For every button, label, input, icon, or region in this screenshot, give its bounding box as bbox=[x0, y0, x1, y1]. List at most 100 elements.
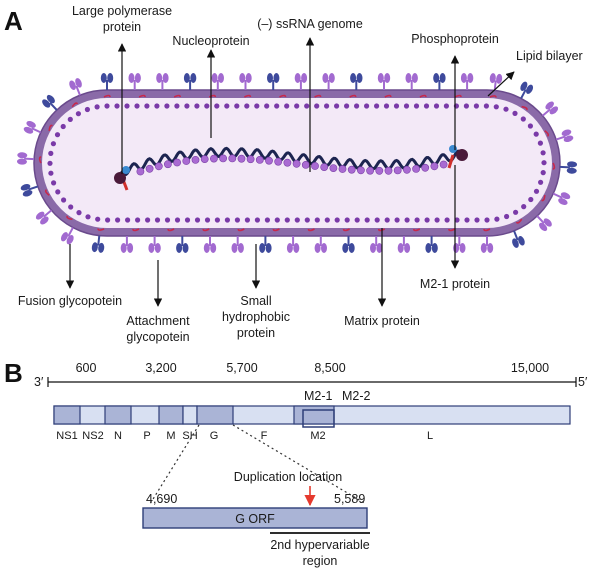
glycoprotein bbox=[555, 129, 574, 143]
nucleoprotein-bead bbox=[136, 167, 145, 176]
glycoprotein bbox=[489, 73, 503, 91]
glycoprotein bbox=[148, 236, 161, 253]
glycoprotein bbox=[314, 236, 327, 253]
matrix-bead bbox=[334, 217, 340, 223]
glycoprotein bbox=[397, 236, 411, 253]
matrix-bead bbox=[493, 104, 499, 110]
matrix-bead bbox=[194, 103, 200, 109]
lipid-bilayer-pattern bbox=[38, 94, 556, 232]
nucleoprotein-bead bbox=[402, 165, 411, 174]
glycoprotein bbox=[239, 73, 252, 90]
matrix-bead bbox=[520, 116, 526, 122]
matrix-bead bbox=[444, 217, 450, 223]
lipid-mark bbox=[384, 94, 392, 98]
nucleoprotein-bead bbox=[356, 166, 365, 175]
glycoprotein bbox=[286, 236, 300, 253]
label-attachment-1: Attachment bbox=[126, 314, 190, 328]
matrix-bead bbox=[244, 103, 250, 109]
matrix-bead bbox=[114, 103, 120, 109]
lipid-mark bbox=[419, 94, 427, 98]
zoom-connector-right bbox=[232, 424, 367, 505]
gene-label-p: P bbox=[143, 430, 150, 442]
matrix-bead bbox=[484, 217, 490, 223]
matrix-bead bbox=[84, 106, 90, 113]
glycoprotein bbox=[211, 73, 224, 90]
matrix-bead bbox=[67, 116, 73, 122]
glycoprotein bbox=[322, 73, 335, 90]
matrix-bead bbox=[104, 103, 110, 109]
glycoprotein bbox=[267, 73, 280, 90]
matrix-bead bbox=[541, 160, 547, 166]
matrix-bead bbox=[125, 217, 131, 223]
label-phosphoprotein: Phosphoprotein bbox=[411, 32, 499, 46]
label-fusion-glycoprotein: Fusion glycopotein bbox=[18, 294, 122, 308]
lipid-mark bbox=[314, 94, 322, 98]
lipid-mark bbox=[448, 228, 456, 232]
matrix-bead bbox=[404, 217, 410, 223]
matrix-bead bbox=[443, 103, 449, 109]
panel-a-letter: A bbox=[4, 6, 23, 36]
nucleoprotein-bead bbox=[246, 155, 255, 164]
nucleoprotein-bead bbox=[421, 163, 430, 172]
matrix-bead bbox=[521, 204, 527, 210]
lipid-mark bbox=[541, 195, 546, 202]
matrix-bead bbox=[473, 103, 479, 109]
glycoprotein bbox=[552, 192, 571, 205]
nucleoprotein-bead bbox=[145, 164, 154, 173]
matrix-bead bbox=[134, 103, 140, 109]
nucleoprotein-bead bbox=[173, 158, 181, 167]
nucleoprotein-bead bbox=[430, 162, 439, 171]
lipid-mark bbox=[483, 228, 491, 232]
lipid-mark bbox=[237, 228, 245, 232]
matrix-bead bbox=[55, 189, 61, 195]
matrix-bead bbox=[540, 150, 546, 156]
matrix-bead bbox=[124, 103, 130, 109]
matrix-bead bbox=[414, 217, 420, 223]
glycoprotein bbox=[176, 236, 189, 253]
gene-box-ns1 bbox=[53, 405, 81, 425]
matrix-bead bbox=[284, 217, 290, 223]
matrix-bead bbox=[533, 131, 539, 137]
matrix-bead bbox=[274, 103, 280, 109]
matrix-bead bbox=[314, 103, 320, 109]
gene-box-g bbox=[196, 405, 234, 425]
nucleoprotein-bead bbox=[320, 163, 329, 171]
glycoprotein bbox=[520, 81, 534, 99]
gene-box-sh bbox=[182, 405, 198, 425]
nucleoprotein-bead bbox=[237, 154, 246, 163]
matrix-bead bbox=[184, 217, 191, 223]
nucleoprotein-bead bbox=[375, 166, 384, 175]
lipid-mark bbox=[44, 189, 50, 196]
lipid-mark bbox=[544, 130, 550, 137]
lipid-mark bbox=[413, 228, 421, 232]
glycoprotein bbox=[183, 73, 197, 90]
lipid-mark bbox=[38, 156, 42, 164]
nucleoprotein-bead bbox=[347, 165, 356, 174]
lipid-mark bbox=[515, 218, 523, 224]
glycoprotein bbox=[156, 73, 169, 90]
lipid-mark bbox=[173, 94, 181, 98]
nucleoprotein-bead bbox=[228, 154, 237, 163]
matrix-bead bbox=[254, 217, 260, 223]
nucleoprotein-bead bbox=[301, 160, 310, 169]
duplication-location-label: Duplication location bbox=[234, 470, 342, 484]
nucleoprotein-bead bbox=[366, 166, 374, 175]
hypervariable-label-2: region bbox=[303, 554, 338, 568]
hypervariable-label-1: 2nd hypervariable bbox=[270, 538, 369, 552]
matrix-bead bbox=[48, 150, 54, 156]
nucleoprotein-bead bbox=[265, 156, 273, 165]
nucleoprotein-bead bbox=[412, 164, 420, 173]
polymerase-complex-left bbox=[114, 166, 130, 191]
nucleoprotein-bead bbox=[384, 166, 393, 175]
lipid-mark bbox=[71, 102, 79, 108]
matrix-bead bbox=[47, 160, 53, 166]
matrix-bead bbox=[413, 103, 420, 109]
matrix-bead bbox=[54, 132, 61, 138]
lipid-mark bbox=[307, 228, 315, 232]
matrix-bead bbox=[105, 217, 111, 223]
glycoprotein bbox=[377, 73, 391, 90]
gene-label-g: G bbox=[210, 430, 219, 442]
nucleoprotein-bead bbox=[393, 166, 402, 175]
matrix-bead bbox=[75, 111, 81, 117]
matrix-bead bbox=[48, 170, 54, 176]
